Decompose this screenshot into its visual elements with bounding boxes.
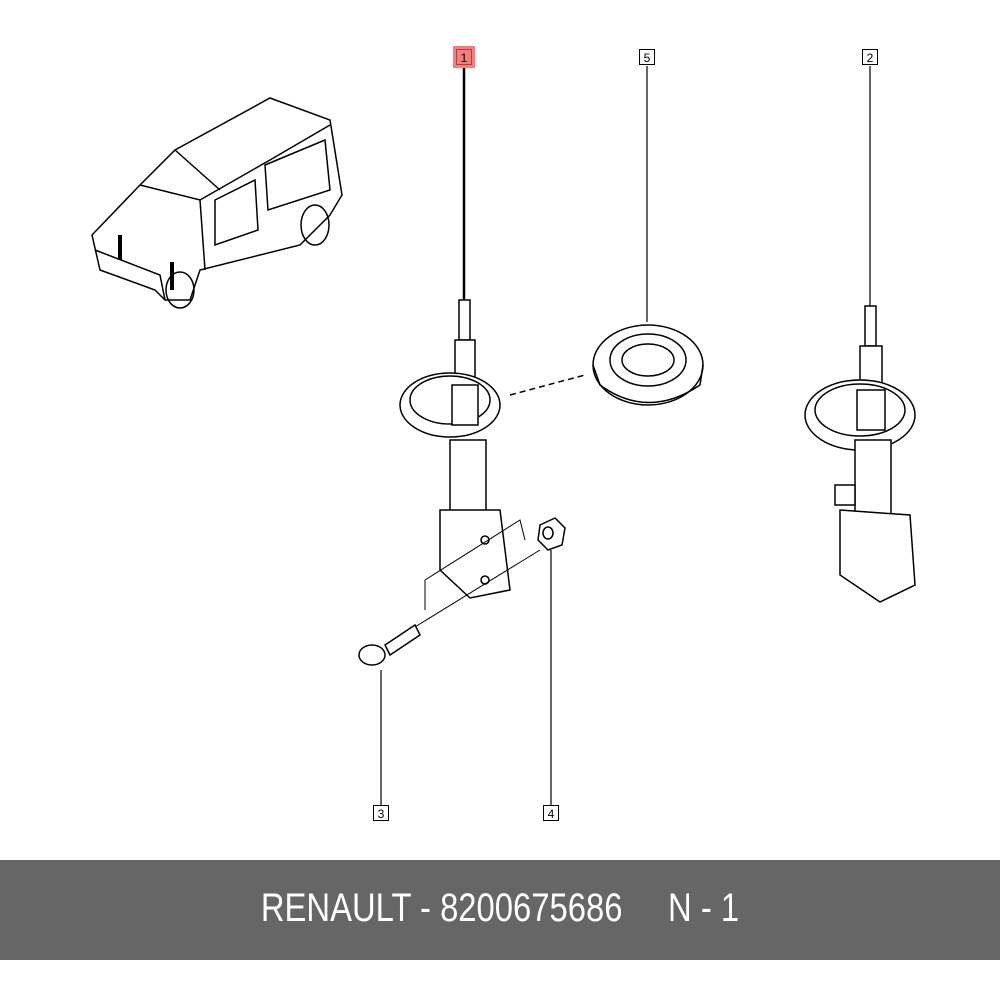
shock-absorber-1 <box>399 68 586 631</box>
parts-diagram <box>91 66 916 805</box>
bolt-3 <box>358 623 421 805</box>
shock-absorber-2 <box>804 66 916 603</box>
vehicle-illustration <box>91 97 343 309</box>
callout-5[interactable]: 5 <box>639 49 655 65</box>
part-number-text: RENAULT - 8200675686 N - 1 <box>260 886 740 930</box>
callout-4[interactable]: 4 <box>543 805 559 821</box>
nut-4 <box>537 517 566 805</box>
callout-1[interactable]: 1 <box>453 46 475 68</box>
callout-2[interactable]: 2 <box>862 49 878 65</box>
part-number-banner: RENAULT - 8200675686 N - 1 <box>0 860 1000 960</box>
callout-3[interactable]: 3 <box>373 805 389 821</box>
strut-mount-5 <box>592 66 704 406</box>
